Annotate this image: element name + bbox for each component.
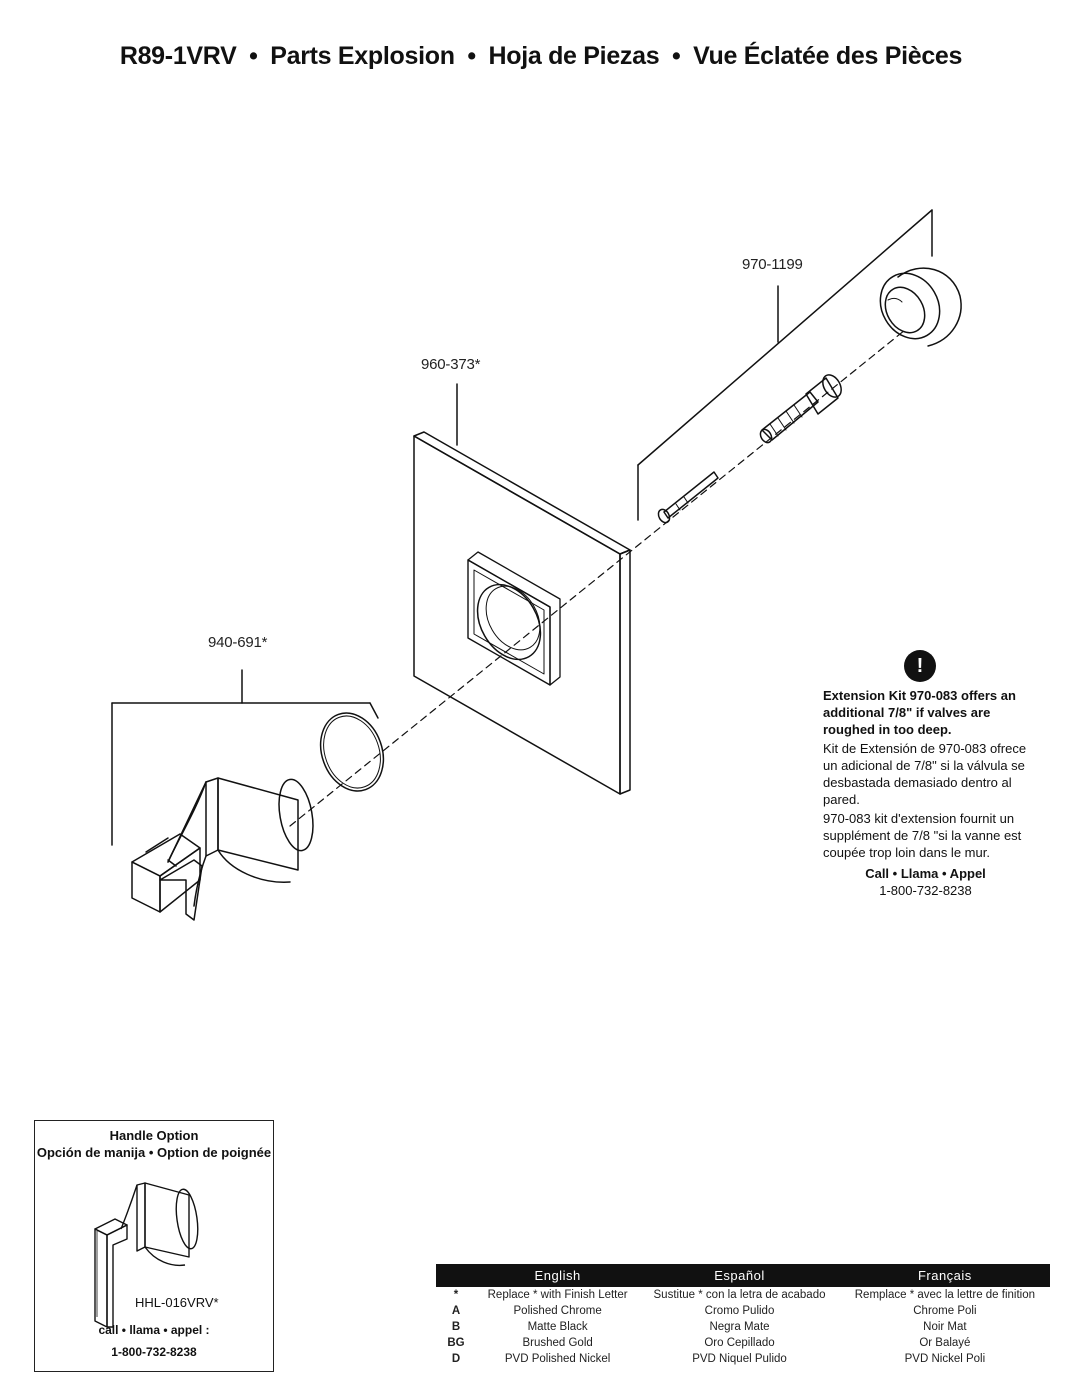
handle-option-title-en: Handle Option: [109, 1128, 199, 1143]
handle-option-drawing: [94, 1182, 199, 1328]
finish-en: Replace * with Finish Letter: [487, 1289, 628, 1301]
extension-stem: [759, 374, 842, 444]
o-ring: [319, 712, 385, 792]
finish-code: D: [451, 1353, 461, 1365]
handle-option-call-label: call • llama • appel :: [98, 1323, 210, 1337]
handle-option-box: Handle Option Opción de manija • Option …: [34, 1120, 274, 1372]
handle-option-call: call • llama • appel : 1-800-732-8238: [35, 1319, 273, 1363]
table-row: D PVD Polished Nickel PVD Niquel Pulido …: [436, 1351, 1050, 1367]
finish-en: Brushed Gold: [522, 1337, 593, 1349]
assembly-axis: [289, 329, 906, 827]
header-english: English: [476, 1264, 640, 1287]
finish-table: English Español Français * Replace * wit…: [436, 1264, 1050, 1367]
finish-code: *: [453, 1289, 459, 1301]
extension-part-label: 970-1199: [742, 256, 803, 273]
finish-es: Cromo Pulido: [704, 1305, 775, 1317]
finish-es: Negra Mate: [709, 1321, 770, 1333]
phone-number: 1-800-732-8238: [879, 883, 972, 898]
note-spanish: Kit de Extensión de 970-083 ofrece un ad…: [823, 741, 1027, 807]
finish-en: Matte Black: [527, 1321, 588, 1333]
table-row: B Matte Black Negra Mate Noir Mat: [436, 1319, 1050, 1335]
finish-es: Oro Cepillado: [704, 1337, 775, 1349]
extension-ring: [879, 267, 962, 347]
finish-fr: Chrome Poli: [913, 1305, 977, 1317]
finish-fr: Noir Mat: [923, 1321, 967, 1333]
handle-option-title-es-fr: Opción de manija • Option de poignée: [36, 1145, 272, 1160]
finish-table-header: English Español Français: [436, 1264, 1050, 1287]
finish-code: A: [451, 1305, 461, 1317]
header-french: Français: [839, 1264, 1050, 1287]
title-french: Vue Éclatée des Pièces: [693, 42, 963, 70]
model-number: R89-1VRV: [119, 42, 237, 70]
table-row: * Replace * with Finish Letter Sustitue …: [436, 1287, 1050, 1303]
screw: [657, 471, 719, 524]
title-separator: •: [467, 42, 476, 70]
finish-en: Polished Chrome: [513, 1305, 602, 1317]
finish-code: BG: [447, 1337, 465, 1349]
extension-kit-note: Extension Kit 970-083 offers an addition…: [823, 687, 1043, 899]
title-english: Parts Explosion: [270, 42, 455, 70]
note-english: Extension Kit 970-083 offers an addition…: [823, 688, 1016, 737]
finish-fr: PVD Nickel Poli: [904, 1353, 986, 1365]
finish-code: B: [451, 1321, 461, 1333]
escutcheon-plate: [413, 431, 631, 795]
header-code: [436, 1264, 476, 1287]
finish-es: PVD Niquel Pulido: [692, 1353, 787, 1365]
handle: [131, 777, 314, 921]
table-row: BG Brushed Gold Oro Cepillado Or Balayé: [436, 1335, 1050, 1351]
table-row: A Polished Chrome Cromo Pulido Chrome Po…: [436, 1303, 1050, 1319]
extension-bracket: [637, 209, 933, 521]
note-call: Call • Llama • Appel 1-800-732-8238: [823, 865, 1028, 899]
title-separator: •: [672, 42, 681, 70]
finish-fr: Or Balayé: [919, 1337, 971, 1349]
handle-part-label: 940-691*: [208, 634, 268, 651]
handle-option-phone: 1-800-732-8238: [111, 1345, 197, 1359]
note-french: 970-083 kit d'extension fournit un suppl…: [823, 811, 1022, 860]
header-spanish: Español: [639, 1264, 840, 1287]
finish-fr: Remplace * avec la lettre de finition: [854, 1289, 1036, 1301]
handle-bracket: [111, 669, 379, 846]
page-title: R89-1VRV • Parts Explosion • Hoja de Pie…: [0, 42, 1082, 71]
exploded-parts-diagram: [111, 209, 962, 921]
call-heading: Call • Llama • Appel: [865, 866, 986, 881]
finish-es: Sustitue * con la letra de acabado: [653, 1289, 826, 1301]
finish-en: PVD Polished Nickel: [504, 1353, 611, 1365]
title-separator: •: [249, 42, 258, 70]
handle-option-part: HHL-016VRV*: [135, 1295, 219, 1310]
title-spanish: Hoja de Piezas: [488, 42, 660, 70]
handle-option-title: Handle Option Opción de manija • Option …: [35, 1127, 273, 1161]
plate-part-label: 960-373*: [421, 356, 481, 373]
exclamation-icon: !: [904, 650, 936, 682]
